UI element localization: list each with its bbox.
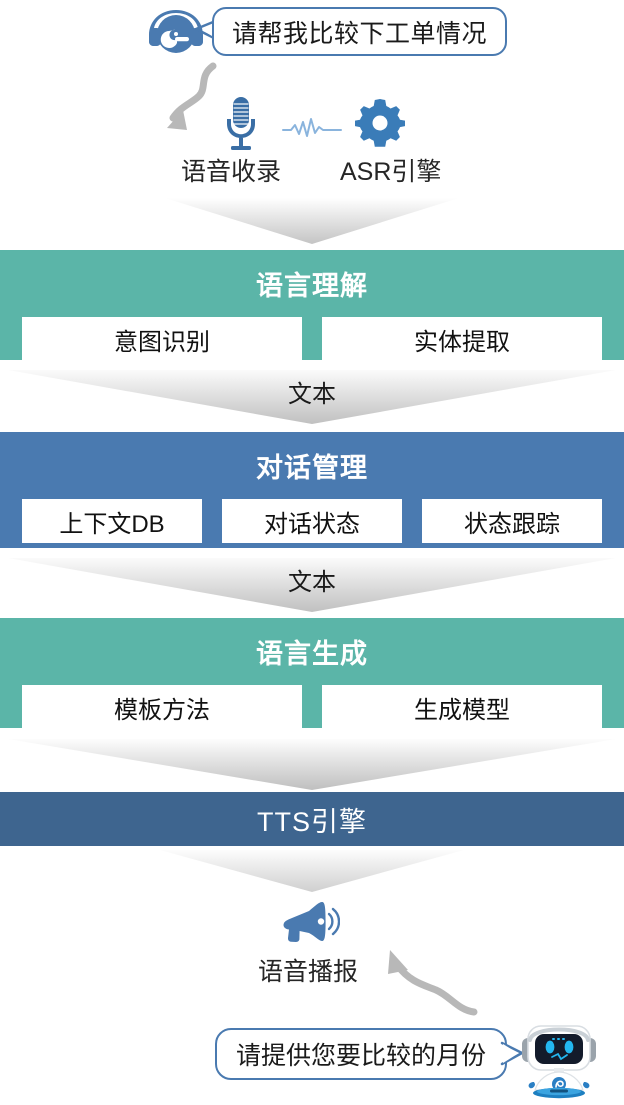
box-state-tracking[interactable]: 状态跟踪 <box>422 499 602 543</box>
user-request-text: 请帮我比较下工单情况 <box>231 19 487 48</box>
chevron-to-understanding <box>0 196 624 248</box>
chevron-generation-to-tts <box>0 736 624 794</box>
audio-waveform-icon <box>282 117 342 141</box>
box-context-db[interactable]: 上下文DB <box>22 499 202 543</box>
megaphone-icon <box>278 898 341 946</box>
assistant-reply-bubble: 请提供您要比较的月份 <box>215 1028 507 1080</box>
band-title-generation: 语言生成 <box>256 639 368 669</box>
microphone-icon <box>219 95 263 151</box>
band-tts-engine: TTS引擎 <box>0 792 624 846</box>
chevron-label-text-1: 文本 <box>288 381 336 408</box>
chevron-dialog-to-generation: 文本 <box>0 554 624 616</box>
box-template-method[interactable]: 模板方法 <box>22 685 302 729</box>
box-dialog-state[interactable]: 对话状态 <box>222 499 402 543</box>
capture-row-labels: 语音收录 ASR引擎 <box>0 152 624 192</box>
chevron-label-text-2: 文本 <box>288 569 336 596</box>
band-title-dialog: 对话管理 <box>256 453 368 483</box>
curved-arrow-up-left-icon <box>370 940 480 1020</box>
band-boxes-dialog: 上下文DB 对话状态 状态跟踪 <box>0 499 624 543</box>
band-language-generation: 语言生成 模板方法 生成模型 <box>0 618 624 729</box>
label-voice-capture: 语音收录 <box>181 158 282 186</box>
band-dialog-management: 对话管理 上下文DB 对话状态 状态跟踪 <box>0 432 624 548</box>
chevron-understanding-to-dialog: 文本 <box>0 366 624 428</box>
band-title-tts: TTS引擎 <box>257 806 367 837</box>
box-entity-extraction[interactable]: 实体提取 <box>322 317 602 361</box>
band-boxes-understanding: 意图识别 实体提取 <box>0 317 624 361</box>
box-generation-model[interactable]: 生成模型 <box>322 685 602 729</box>
band-language-understanding: 语言理解 意图识别 实体提取 <box>0 250 624 361</box>
band-title-understanding: 语言理解 <box>256 271 368 301</box>
band-boxes-generation: 模板方法 生成模型 <box>0 685 624 729</box>
assistant-reply-text: 请提供您要比较的月份 <box>235 1042 486 1070</box>
headset-agent-icon <box>140 6 220 62</box>
curved-arrow-down-icon <box>155 62 235 144</box>
chevron-tts-to-broadcast <box>0 848 624 900</box>
label-voice-broadcast: 语音播报 <box>258 958 359 986</box>
user-request-bubble: 请帮我比较下工单情况 <box>212 7 507 56</box>
label-asr-engine: ASR引擎 <box>340 158 442 186</box>
robot-assistant-icon <box>508 1018 612 1100</box>
gear-icon <box>354 98 406 148</box>
box-intent-recognition[interactable]: 意图识别 <box>22 317 302 361</box>
